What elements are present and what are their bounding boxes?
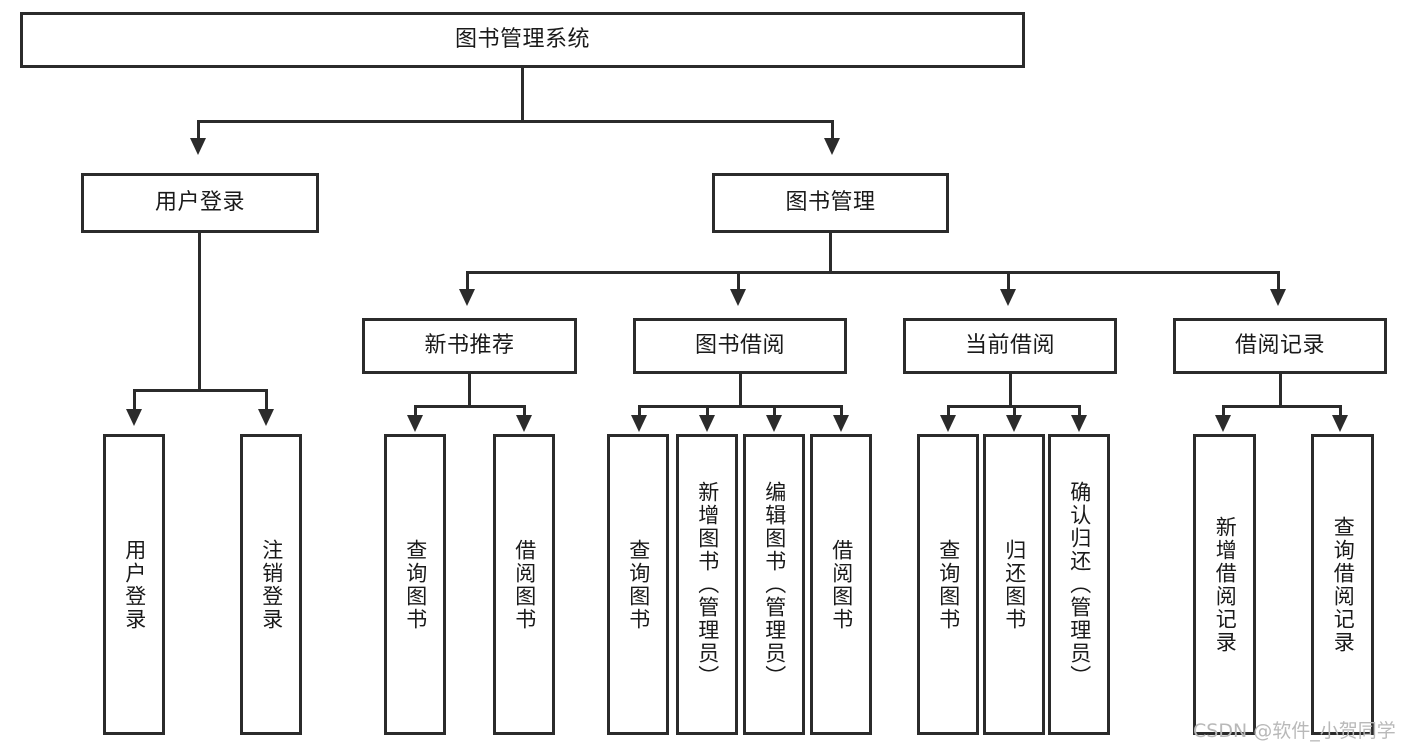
leaf-borrow-book[interactable]: 借阅图书 [810, 434, 872, 735]
node-user-login-label: 用户登录 [154, 189, 245, 215]
connector-root-right-drop [831, 120, 834, 140]
connector-recommend-drop-1 [414, 405, 417, 419]
arrowhead-leaf-return-book [1006, 415, 1022, 432]
arrowhead-leaf-add-record [1215, 415, 1231, 432]
arrowhead-leaf-borrow-book-2 [833, 415, 849, 432]
leaf-return-book[interactable]: 归还图书 [983, 434, 1045, 735]
node-root-label: 图书管理系统 [454, 26, 590, 52]
leaf-logout[interactable]: 注销登录 [240, 434, 302, 735]
connector-record-drop-1 [1222, 405, 1225, 419]
leaf-confirm-return[interactable]: 确认归还（管理员） [1048, 434, 1110, 735]
connector-user-login-stem [198, 233, 201, 389]
arrowhead-borrow-record [1270, 289, 1286, 306]
connector-root-stem [521, 68, 524, 120]
leaf-add-record[interactable]: 新增借阅记录 [1193, 434, 1256, 735]
leaf-add-book[interactable]: 新增图书（管理员） [676, 434, 738, 735]
connector-record-drop-2 [1339, 405, 1342, 419]
connector-current-drop-3 [1078, 405, 1081, 419]
connector-current-drop-1 [947, 405, 950, 419]
arrowhead-leaf-query-book-3 [940, 415, 956, 432]
node-book-borrow-label: 图书借阅 [694, 332, 785, 358]
connector-record-stem [1279, 374, 1282, 406]
leaf-query-book-borrow-label: 查询图书 [626, 538, 651, 631]
connector-borrow-bar [638, 405, 842, 408]
node-book-borrow[interactable]: 图书借阅 [633, 318, 847, 374]
arrowhead-leaf-query-book-2 [631, 415, 647, 432]
node-borrow-record[interactable]: 借阅记录 [1173, 318, 1387, 374]
connector-root-bar [197, 120, 834, 123]
node-new-book-recommend-label: 新书推荐 [424, 332, 515, 358]
leaf-query-book-recommend-label: 查询图书 [403, 538, 428, 631]
leaf-query-book-recommend[interactable]: 查询图书 [384, 434, 446, 735]
connector-user-login-bar [133, 389, 267, 392]
connector-level2-drop-4 [1277, 271, 1280, 291]
connector-level2-drop-1 [466, 271, 469, 291]
connector-recommend-stem [468, 374, 471, 406]
arrowhead-leaf-edit-book [766, 415, 782, 432]
arrowhead-leaf-query-record [1332, 415, 1348, 432]
leaf-borrow-book-recommend[interactable]: 借阅图书 [493, 434, 555, 735]
leaf-user-login-label: 用户登录 [122, 538, 147, 631]
leaf-return-book-label: 归还图书 [1002, 538, 1027, 631]
connector-level2-bar [466, 271, 1280, 274]
arrowhead-leaf-confirm-return [1071, 415, 1087, 432]
connector-root-left-drop [197, 120, 200, 140]
connector-borrow-stem [739, 374, 742, 406]
leaf-user-login[interactable]: 用户登录 [103, 434, 165, 735]
connector-level2-drop-3 [1007, 271, 1010, 291]
connector-recommend-bar [414, 405, 526, 408]
node-current-borrow-label: 当前借阅 [964, 332, 1055, 358]
arrowhead-leaf-query-book-1 [407, 415, 423, 432]
connector-borrow-drop-1 [638, 405, 641, 419]
leaf-borrow-book-label: 借阅图书 [829, 538, 854, 631]
arrowhead-leaf-logout [258, 409, 274, 426]
arrowhead-leaf-add-book [699, 415, 715, 432]
node-book-manage-label: 图书管理 [785, 189, 876, 215]
leaf-edit-book[interactable]: 编辑图书（管理员） [743, 434, 805, 735]
leaf-confirm-return-label: 确认归还（管理员） [1067, 481, 1092, 688]
connector-recommend-drop-2 [523, 405, 526, 419]
node-user-login[interactable]: 用户登录 [81, 173, 319, 233]
node-root[interactable]: 图书管理系统 [20, 12, 1025, 68]
connector-current-stem [1009, 374, 1012, 406]
leaf-add-record-label: 新增借阅记录 [1213, 515, 1238, 654]
arrowhead-leaf-user-login [126, 409, 142, 426]
connector-book-manage-stem [829, 233, 832, 272]
connector-borrow-drop-3 [773, 405, 776, 419]
node-borrow-record-label: 借阅记录 [1234, 332, 1325, 358]
connector-user-login-drop-2 [265, 389, 268, 411]
leaf-query-book-current[interactable]: 查询图书 [917, 434, 979, 735]
arrowhead-new-book-recommend [459, 289, 475, 306]
arrowhead-book-manage [824, 138, 840, 155]
leaf-query-record-label: 查询借阅记录 [1331, 515, 1356, 654]
leaf-query-book-current-label: 查询图书 [936, 538, 961, 631]
leaf-add-book-label: 新增图书（管理员） [695, 481, 720, 688]
connector-level2-drop-2 [737, 271, 740, 291]
connector-current-drop-2 [1013, 405, 1016, 419]
node-book-manage[interactable]: 图书管理 [712, 173, 949, 233]
arrowhead-current-borrow [1000, 289, 1016, 306]
node-new-book-recommend[interactable]: 新书推荐 [362, 318, 577, 374]
leaf-edit-book-label: 编辑图书（管理员） [762, 481, 787, 688]
connector-user-login-drop-1 [133, 389, 136, 411]
leaf-logout-label: 注销登录 [259, 538, 284, 631]
leaf-borrow-book-recommend-label: 借阅图书 [512, 538, 537, 631]
leaf-query-book-borrow[interactable]: 查询图书 [607, 434, 669, 735]
arrowhead-book-borrow [730, 289, 746, 306]
connector-record-bar [1222, 405, 1342, 408]
leaf-query-record[interactable]: 查询借阅记录 [1311, 434, 1374, 735]
arrowhead-user-login [190, 138, 206, 155]
connector-borrow-drop-4 [840, 405, 843, 419]
connector-borrow-drop-2 [706, 405, 709, 419]
csdn-watermark: CSDN @软件_小贺同学 [1193, 720, 1396, 742]
node-current-borrow[interactable]: 当前借阅 [903, 318, 1117, 374]
arrowhead-leaf-borrow-book-1 [516, 415, 532, 432]
